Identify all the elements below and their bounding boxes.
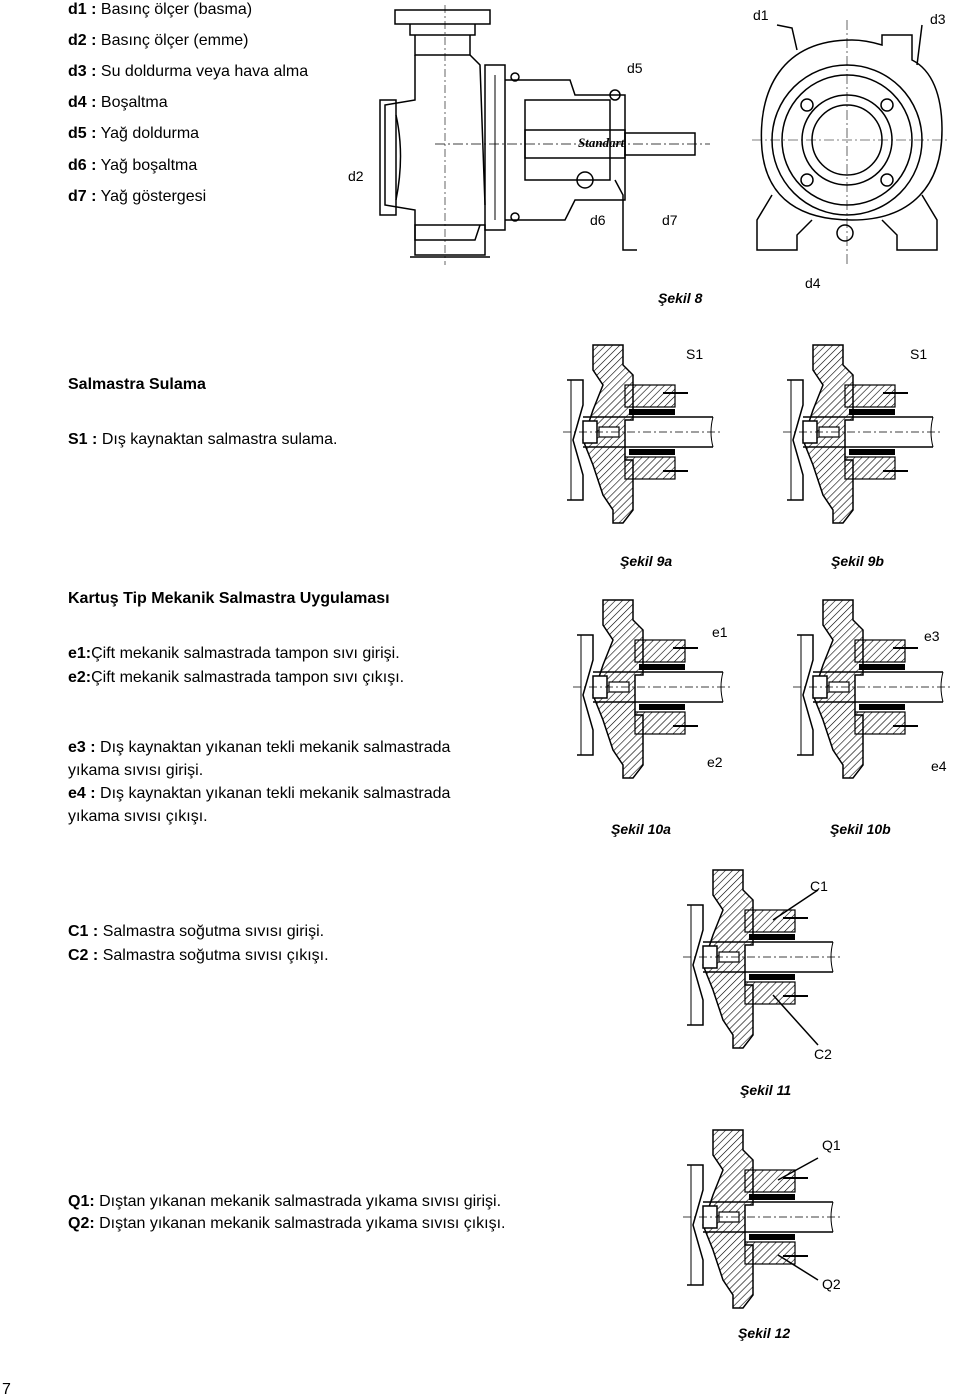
- page-number: 7: [2, 1381, 11, 1398]
- label-d5: d5: [627, 60, 643, 76]
- e1-description: e1:Çift mekanik salmastrada tampon sıvı …: [68, 645, 400, 662]
- kartus-heading: Kartuş Tip Mekanik Salmastra Uygulaması: [68, 590, 390, 607]
- e3-description: e3 : Dış kaynaktan yıkanan tekli mekanik…: [68, 739, 451, 756]
- e4-code: e4: [68, 785, 86, 802]
- legend-d2: d2 : Basınç ölçer (emme): [68, 32, 249, 49]
- q2-description: Q2: Dıştan yıkanan mekanik salmastrada y…: [68, 1215, 506, 1232]
- label-d4: d4: [805, 275, 821, 291]
- q2-text: Dıştan yıkanan mekanik salmastrada yıkam…: [99, 1215, 506, 1232]
- figure9b-drawing: [782, 344, 944, 525]
- legend-d1: d1 : Basınç ölçer (basma): [68, 1, 253, 18]
- figure11-drawing: [682, 869, 853, 1060]
- legend-code: d1: [68, 1, 87, 18]
- legend-d7: d7 : Yağ göstergesi: [68, 188, 207, 205]
- figure10a-label-e2: e2: [707, 754, 723, 770]
- e1-code: e1: [68, 645, 86, 662]
- e3-code: e3: [68, 739, 86, 756]
- figure10b-label-e3: e3: [924, 628, 940, 644]
- q2-code: Q2: [68, 1215, 90, 1232]
- salmastra-heading: Salmastra Sulama: [68, 376, 206, 393]
- c1-code: C1: [68, 923, 89, 940]
- figure9b-label-s1: S1: [910, 346, 928, 362]
- figure12-drawing: [682, 1129, 853, 1320]
- legend-d3: d3 : Su doldurma veya hava alma: [68, 63, 309, 80]
- e4-description: e4 : Dış kaynaktan yıkanan tekli mekanik…: [68, 785, 451, 802]
- legend-code: d7: [68, 188, 87, 205]
- legend-text: Basınç ölçer (emme): [100, 32, 249, 49]
- figure12-caption: Şekil 12: [738, 1325, 791, 1341]
- legend-d4: d4 : Boşaltma: [68, 94, 168, 111]
- figure11-label-c1: C1: [810, 878, 828, 894]
- c2-code: C2: [68, 947, 89, 964]
- label-d6: d6: [590, 212, 606, 228]
- figure10a-caption: Şekil 10a: [611, 821, 671, 837]
- figure10b-label-e4: e4: [931, 758, 947, 774]
- pump-drawing-side: Standart: [375, 5, 715, 270]
- legend-code: d4: [68, 94, 87, 111]
- figure12-label-q2: Q2: [822, 1276, 841, 1292]
- label-d2: d2: [348, 168, 364, 184]
- figure10b-caption: Şekil 10b: [830, 821, 891, 837]
- figure12-label-q1: Q1: [822, 1137, 841, 1153]
- figure9b-caption: Şekil 9b: [831, 553, 884, 569]
- legend-code: d6: [68, 157, 87, 174]
- figure9a-caption: Şekil 9a: [620, 553, 673, 569]
- figure10a-label-e1: e1: [712, 624, 728, 640]
- label-d7: d7: [662, 212, 678, 228]
- e3-description-cont: yıkama sıvısı girişi.: [68, 762, 204, 779]
- c2-description: C2 : Salmastra soğutma sıvısı çıkışı.: [68, 947, 329, 964]
- e4-line1: Dış kaynaktan yıkanan tekli mekanik salm…: [100, 785, 451, 802]
- legend-text: Yağ göstergesi: [100, 188, 207, 205]
- c1-description: C1 : Salmastra soğutma sıvısı girişi.: [68, 923, 325, 940]
- q1-description: Q1: Dıştan yıkanan mekanik salmastrada y…: [68, 1193, 502, 1210]
- legend-code: d2: [68, 32, 87, 49]
- e4-description-cont: yıkama sıvısı çıkışı.: [68, 808, 208, 825]
- q1-text: Dıştan yıkanan mekanik salmastrada yıkam…: [99, 1193, 502, 1210]
- legend-d5: d5 : Yağ doldurma: [68, 125, 200, 142]
- figure11-label-c2: C2: [814, 1046, 832, 1062]
- legend-d6: d6 : Yağ boşaltma: [68, 157, 198, 174]
- legend-text: Yağ boşaltma: [100, 157, 198, 174]
- legend-text: Su doldurma veya hava alma: [100, 63, 309, 80]
- brand-logo: Standart: [578, 135, 625, 150]
- legend-text: Boşaltma: [100, 94, 168, 111]
- c2-text: Salmastra soğutma sıvısı çıkışı.: [102, 947, 329, 964]
- label-d3: d3: [930, 11, 946, 27]
- label-d1: d1: [753, 7, 769, 23]
- legend-text: Yağ doldurma: [100, 125, 200, 142]
- figure10a-drawing: [572, 599, 734, 780]
- e2-description: e2:Çift mekanik salmastrada tampon sıvı …: [68, 669, 405, 686]
- c1-text: Salmastra soğutma sıvısı girişi.: [102, 923, 325, 940]
- figure8-caption: Şekil 8: [658, 290, 703, 306]
- e2-text: Çift mekanik salmastrada tampon sıvı çık…: [91, 669, 405, 686]
- q1-code: Q1: [68, 1193, 90, 1210]
- figure9a-label-s1: S1: [686, 346, 704, 362]
- s1-text: Dış kaynaktan salmastra sulama.: [101, 431, 338, 448]
- e1-text: Çift mekanik salmastrada tampon sıvı gir…: [91, 645, 400, 662]
- s1-code: S1: [68, 431, 88, 448]
- figure11-caption: Şekil 11: [740, 1082, 792, 1098]
- e3-line1: Dış kaynaktan yıkanan tekli mekanik salm…: [100, 739, 451, 756]
- s1-description: S1 : Dış kaynaktan salmastra sulama.: [68, 431, 338, 448]
- figure10b-drawing: [792, 599, 954, 780]
- figure9a-drawing: [562, 344, 724, 525]
- legend-code: d5: [68, 125, 87, 142]
- e2-code: e2: [68, 669, 86, 686]
- pump-drawing-front: [752, 20, 952, 270]
- legend-text: Basınç ölçer (basma): [100, 1, 253, 18]
- legend-code: d3: [68, 63, 87, 80]
